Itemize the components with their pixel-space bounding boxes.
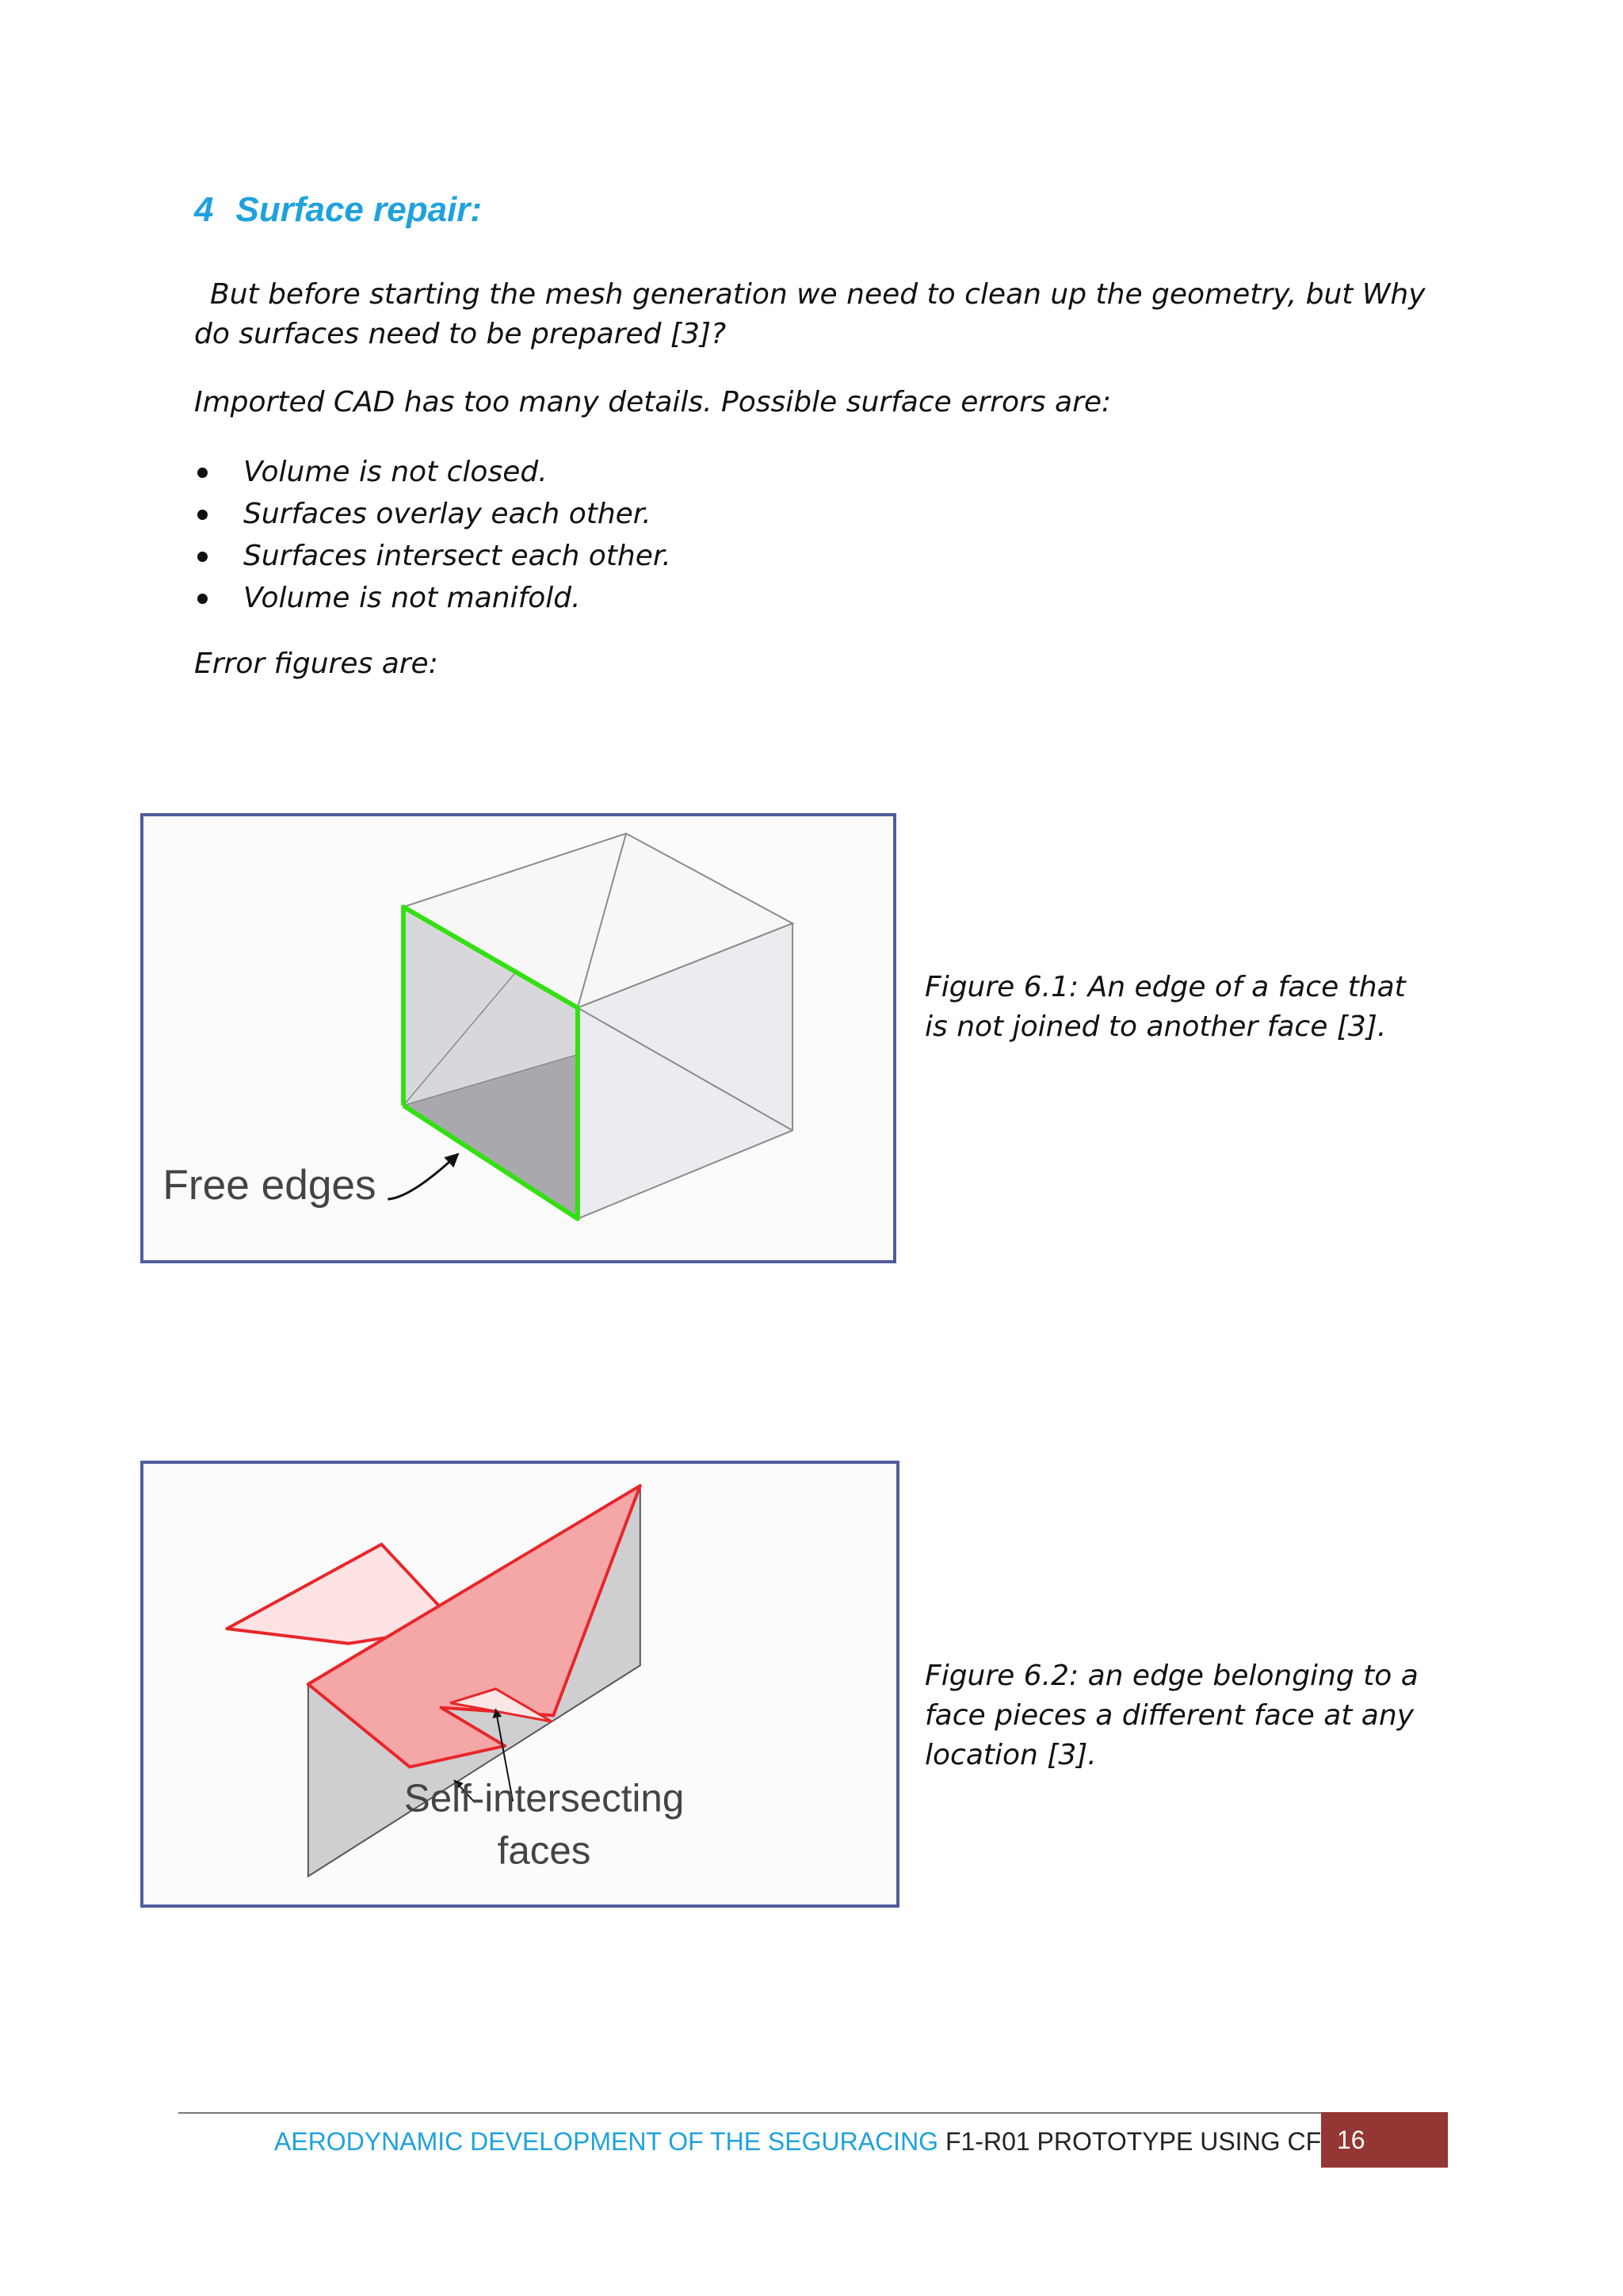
free-edges-label: Free edges	[162, 1162, 376, 1209]
footer-title: AERODYNAMIC DEVELOPMENT OF THE SEGURACIN…	[274, 2127, 1339, 2157]
figure-6-2-caption: Figure 6.2: an edge belonging to a face …	[925, 1660, 1419, 1771]
bullet-icon	[197, 468, 208, 478]
list-item-text: Volume is not manifold.	[243, 582, 581, 614]
section-number: 4	[194, 190, 214, 229]
section-heading: 4 Surface repair:	[194, 190, 482, 230]
bullet-icon	[197, 552, 208, 562]
self-intersecting-label: Self-intersecting	[404, 1777, 684, 1820]
list-item-text: Surfaces intersect each other.	[243, 540, 671, 572]
figure-self-intersecting: Self-intersecting faces	[140, 1461, 899, 1908]
list-item: Surfaces intersect each other.	[194, 537, 671, 579]
faces-label: faces	[498, 1829, 591, 1873]
footer-title-rest: F1-R01 PROTOTYPE USING CFD	[945, 2127, 1340, 2156]
free-edge-outline	[401, 904, 580, 1221]
list-item-text: Volume is not closed.	[243, 456, 548, 488]
list-item: Volume is not closed.	[194, 453, 671, 495]
figure-free-edges: Free edges	[140, 813, 896, 1263]
free-edges-illustration: Free edges	[162, 832, 795, 1221]
figure-6-1-caption: Figure 6.1: An edge of a face that is no…	[925, 971, 1406, 1043]
bullet-icon	[197, 594, 208, 604]
footer-title-highlight: AERODYNAMIC DEVELOPMENT OF THE SEGURACIN…	[274, 2127, 945, 2156]
list-item-text: Surfaces overlay each other.	[243, 498, 651, 530]
footer-divider	[178, 2112, 1448, 2114]
figures-lead-paragraph: Error figures are:	[194, 648, 438, 680]
free-edges-arrow	[388, 1152, 460, 1201]
list-item: Volume is not manifold.	[194, 579, 671, 621]
section-title: Surface repair:	[235, 190, 483, 229]
self-intersecting-illustration: Self-intersecting faces	[225, 1484, 684, 1878]
intro-paragraph: But before starting the mesh generation …	[194, 278, 1426, 350]
list-item: Surfaces overlay each other.	[194, 495, 671, 537]
surface-error-list: Volume is not closed. Surfaces overlay e…	[194, 453, 671, 621]
errors-lead-paragraph: Imported CAD has too many details. Possi…	[194, 386, 1112, 418]
page-number: 16	[1321, 2112, 1448, 2168]
bullet-icon	[197, 510, 208, 520]
intersecting-triangle-face	[306, 1484, 642, 1769]
